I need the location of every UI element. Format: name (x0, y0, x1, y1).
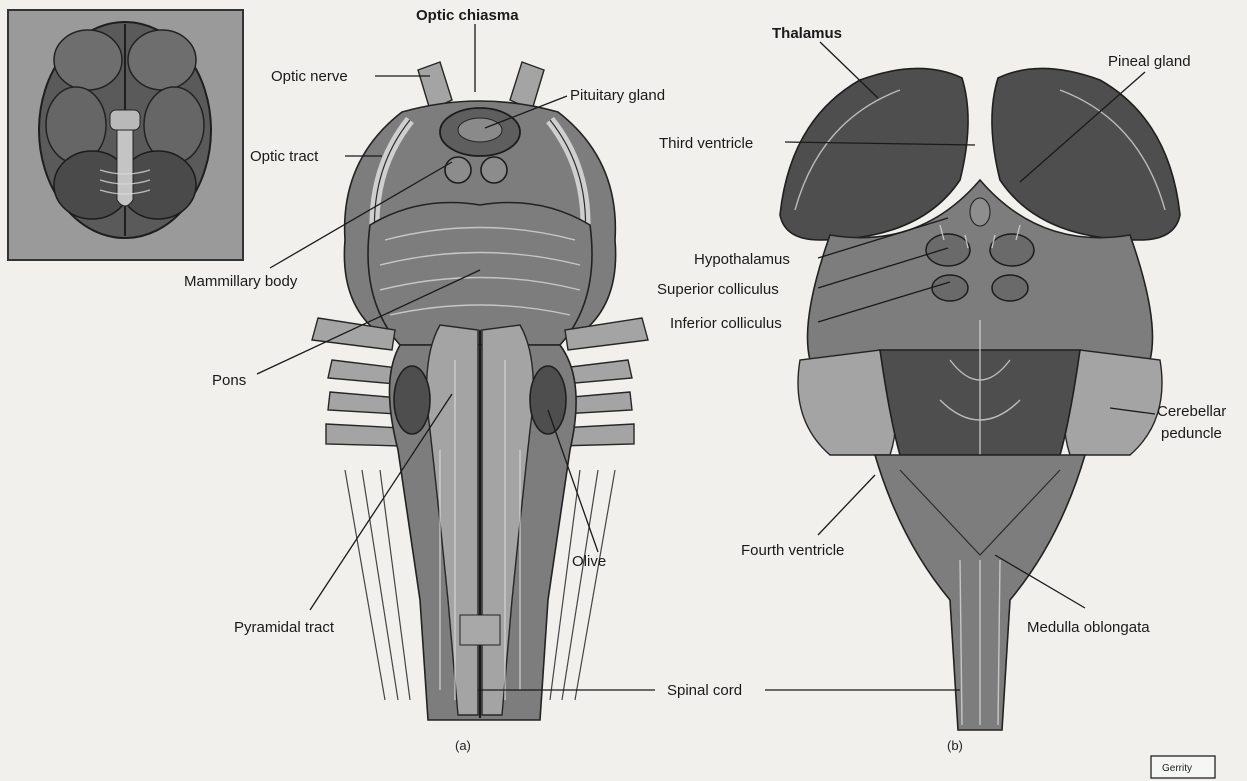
label-spinal-cord: Spinal cord (667, 682, 742, 699)
caption-a: (a) (455, 738, 471, 753)
label-pyramidal-tract: Pyramidal tract (234, 619, 335, 636)
label-fourth-ventricle: Fourth ventricle (741, 542, 844, 559)
label-pituitary-gland: Pituitary gland (570, 87, 665, 104)
label-cerebellar-peduncle-line2: peduncle (1161, 425, 1222, 442)
label-olive: Olive (572, 553, 606, 570)
label-superior-colliculus: Superior colliculus (657, 281, 779, 298)
label-hypothalamus: Hypothalamus (694, 251, 790, 268)
brainstem-ventral-figure (312, 62, 648, 720)
label-mammillary-body: Mammillary body (184, 273, 298, 290)
label-pineal-gland: Pineal gland (1108, 53, 1191, 70)
inset-brain-ventral-view (8, 10, 243, 260)
label-medulla-oblongata: Medulla oblongata (1027, 619, 1150, 636)
artist-signature: Gerrity (1151, 756, 1215, 778)
label-optic-tract: Optic tract (250, 148, 319, 165)
label-cerebellar-peduncle-line1: Cerebellar (1157, 403, 1226, 420)
label-optic-chiasma: Optic chiasma (416, 7, 519, 24)
label-inferior-colliculus: Inferior colliculus (670, 315, 782, 332)
label-optic-nerve: Optic nerve (271, 68, 348, 85)
label-pons: Pons (212, 372, 246, 389)
caption-b: (b) (947, 738, 963, 753)
signature-text: Gerrity (1162, 763, 1192, 774)
label-third-ventricle: Third ventricle (659, 135, 753, 152)
label-thalamus: Thalamus (772, 25, 842, 42)
